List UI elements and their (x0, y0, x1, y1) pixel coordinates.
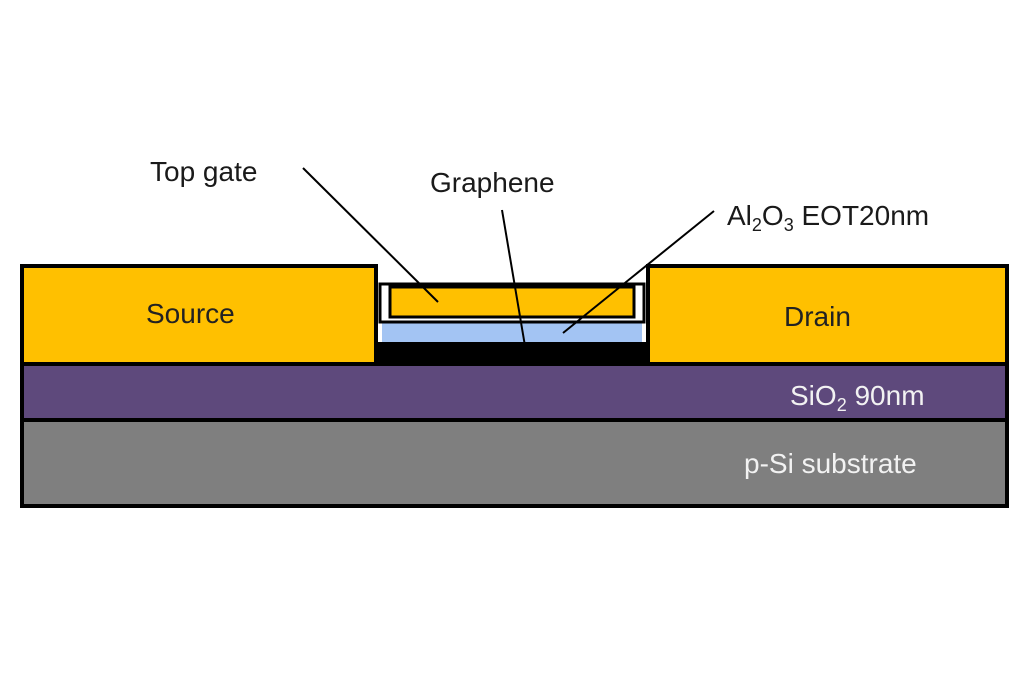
oxide-label-subscript: 2 (837, 395, 847, 415)
dielectric-label-sub2: 3 (784, 215, 794, 235)
source-contact (20, 264, 378, 366)
dielectric-label-sub1: 2 (752, 215, 762, 235)
dielectric-label-al: Al (727, 200, 752, 231)
dielectric-leader (562, 210, 715, 334)
oxide-label: SiO2 90nm (790, 380, 925, 415)
dielectric-layer (382, 322, 642, 342)
oxide-layer (20, 362, 1009, 422)
top-gate-label: Top gate (150, 156, 257, 187)
substrate-layer (20, 418, 1009, 508)
graphene-layer (378, 342, 646, 364)
graphene-label: Graphene (430, 167, 555, 198)
oxide-label-main: SiO (790, 380, 837, 411)
dielectric-label: Al2O3 EOT20nm (727, 200, 929, 235)
drain-label: Drain (784, 301, 851, 332)
top-gate-leader (302, 167, 439, 303)
substrate-label: p-Si substrate (744, 448, 917, 479)
dielectric-label-rest: EOT20nm (794, 200, 929, 231)
oxide-label-suffix: 90nm (847, 380, 925, 411)
source-label: Source (146, 298, 235, 329)
drain-contact (646, 264, 1009, 366)
gate-stack-frame (378, 282, 646, 324)
graphene-leader (501, 209, 526, 347)
dielectric-label-o: O (762, 200, 784, 231)
top-gate (388, 285, 636, 319)
